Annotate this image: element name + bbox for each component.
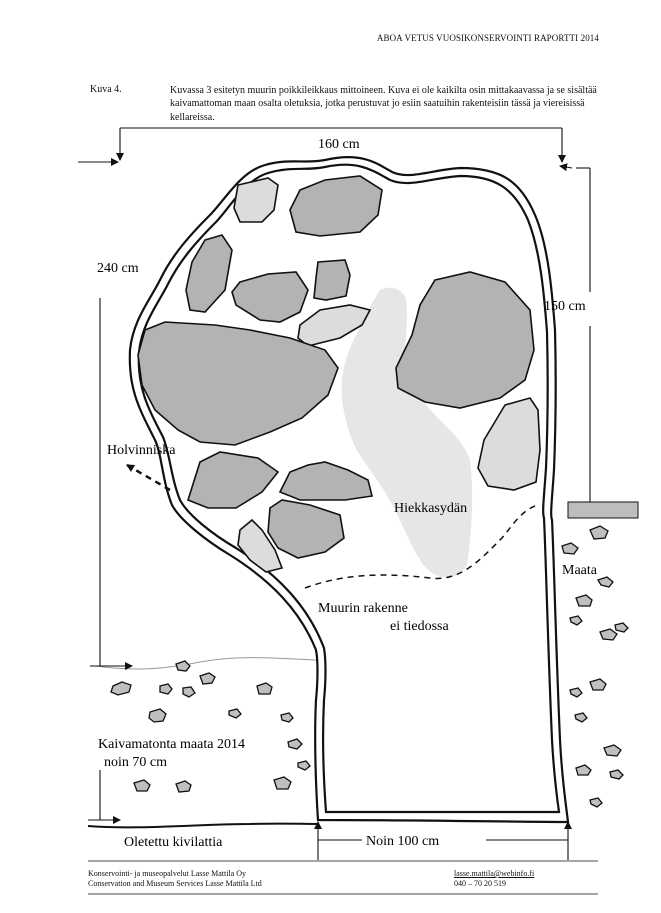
label-height-left: 240 cm (97, 261, 139, 276)
label-assumed-floor: Oletettu kivilattia (124, 835, 223, 850)
stone-10 (187, 451, 280, 509)
footer-company-fi: Konservointi- ja museopalvelut Lasse Mat… (88, 869, 246, 878)
stone-12 (267, 499, 345, 559)
dim-left (90, 298, 133, 670)
stones (137, 175, 541, 573)
vault-shoulder-pointer (126, 463, 171, 492)
footer-phone: 040 – 70 20 519 (454, 879, 506, 888)
stone-3 (185, 234, 233, 313)
label-structure-unknown-1: Muurin rakenne (318, 601, 408, 616)
header-title: ABOA VETUS VUOSIKONSERVOINTI RAPORTTI 20… (376, 33, 599, 43)
footer-email[interactable]: lasse.mattila@webinfo.fi (454, 869, 535, 878)
stone-1 (233, 177, 279, 223)
label-width-top: 160 cm (318, 137, 360, 152)
label-width-bottom: Noin 100 cm (366, 834, 439, 849)
label-height-right: 150 cm (544, 299, 586, 314)
dim-unexcavated (88, 770, 121, 824)
footer-company: Konservointi- ja museopalvelut Lasse Mat… (88, 869, 262, 889)
label-sand-core: Hiekkasydän (394, 501, 467, 516)
wall-outline-inner (137, 163, 561, 814)
soil-pebbles (110, 525, 629, 808)
label-unexcavated-1: Kaivamatonta maata 2014 (98, 737, 245, 752)
figure-caption: Kuvassa 3 esitetyn muurin poikkileikkaus… (170, 85, 597, 123)
stone-11 (278, 461, 373, 501)
stone-2 (289, 175, 383, 237)
stone-4 (231, 271, 309, 323)
stone-5 (313, 259, 351, 301)
stone-9 (477, 397, 541, 491)
label-structure-unknown-2: ei tiedossa (390, 619, 449, 634)
dim-top (78, 127, 566, 166)
stone-13 (237, 518, 284, 573)
figure-number: Kuva 4. (90, 84, 122, 95)
label-vault-shoulder: Holvinniska (107, 443, 176, 458)
stone-6 (297, 304, 372, 347)
footer-company-en: Conservation and Museum Services Lasse M… (88, 879, 262, 888)
ground-level-bar (567, 501, 639, 519)
dim-bottom (314, 821, 572, 860)
floor-line (87, 822, 319, 829)
structure-boundary-dashed (304, 504, 539, 589)
footer-contact: lasse.mattila@webinfo.fi 040 – 70 20 519 (454, 869, 534, 889)
stone-8 (395, 271, 535, 409)
dim-right (559, 163, 591, 502)
label-ground: Maata (562, 563, 598, 578)
label-unexcavated-2: noin 70 cm (104, 755, 167, 770)
unexcavated-soil-line (95, 657, 317, 670)
wall-outline-outer (128, 156, 570, 824)
stone-7 (137, 321, 339, 446)
sand-core (341, 287, 473, 578)
